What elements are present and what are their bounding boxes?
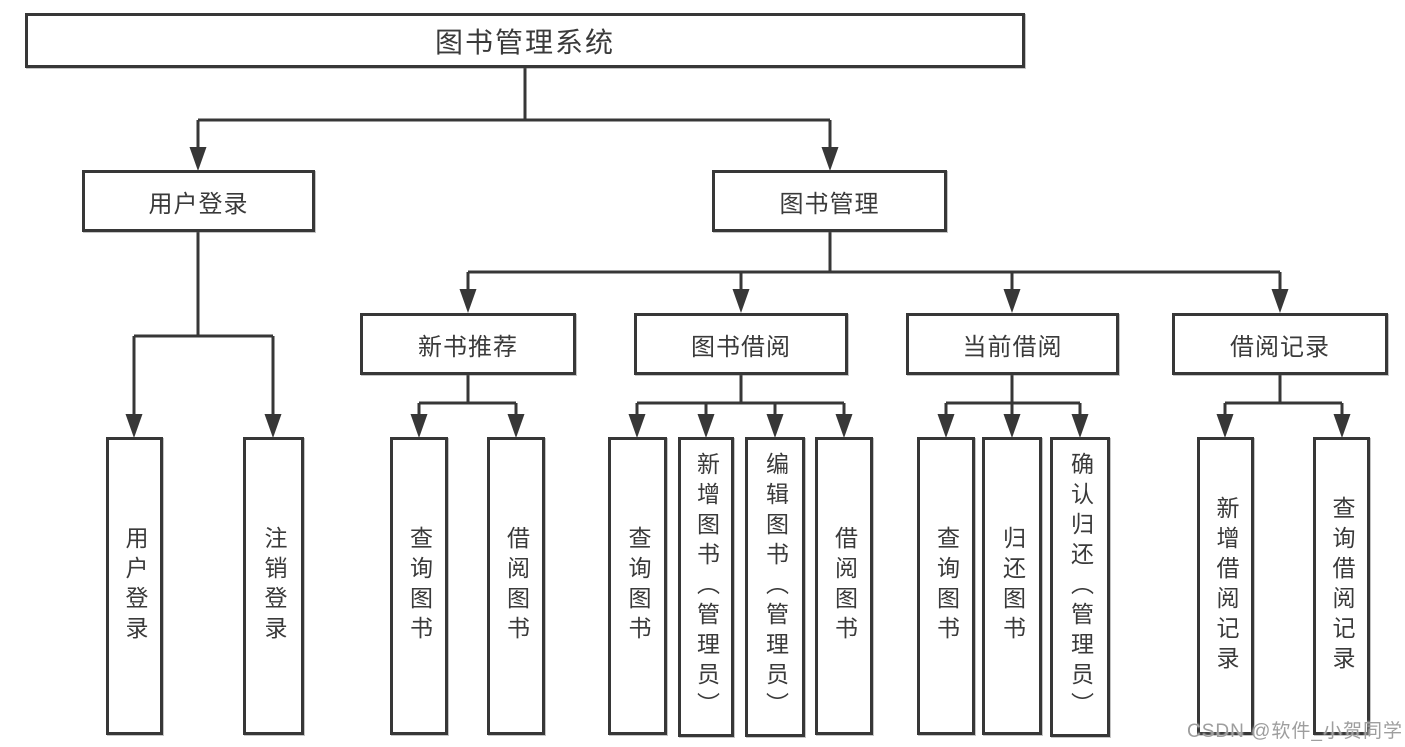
leaf-query-books-current: 查询图书	[917, 437, 975, 735]
node-book-borrow: 图书借阅	[634, 313, 848, 375]
csdn-watermark: CSDN @软件_小贺同学	[1187, 721, 1403, 742]
wire-root-to-level2	[189, 68, 839, 171]
leaf-query-books-recommend: 查询图书	[390, 437, 448, 735]
leaf-borrow-books: 借阅图书	[815, 437, 873, 735]
leaf-user-login: 用户登录	[106, 437, 163, 735]
node-current-borrow: 当前借阅	[906, 313, 1119, 375]
wire-book-borrow-children	[628, 375, 853, 438]
wire-user-login-children	[125, 232, 282, 438]
leaf-edit-books-admin: 编辑图书（管理员）	[745, 437, 805, 737]
leaf-add-borrow-record: 新增借阅记录	[1197, 437, 1254, 735]
node-book-management: 图书管理	[712, 170, 947, 232]
wire-current-borrow-children	[937, 375, 1089, 438]
leaf-query-books-borrow: 查询图书	[608, 437, 667, 735]
leaf-logout: 注销登录	[243, 437, 304, 735]
node-root-system: 图书管理系统	[25, 13, 1025, 68]
leaf-confirm-return-admin: 确认归还（管理员）	[1050, 437, 1110, 737]
leaf-add-books-admin: 新增图书（管理员）	[678, 437, 734, 737]
leaf-query-borrow-record: 查询借阅记录	[1313, 437, 1370, 735]
wire-new-book-children	[410, 375, 525, 438]
leaf-return-books: 归还图书	[982, 437, 1042, 735]
wire-book-mgmt-to-level3	[459, 232, 1289, 313]
node-user-login: 用户登录	[82, 170, 315, 232]
node-new-book-recommend: 新书推荐	[360, 313, 576, 375]
node-borrow-records: 借阅记录	[1172, 313, 1388, 375]
wire-borrow-record-children	[1216, 375, 1351, 438]
leaf-borrow-books-recommend: 借阅图书	[487, 437, 545, 735]
